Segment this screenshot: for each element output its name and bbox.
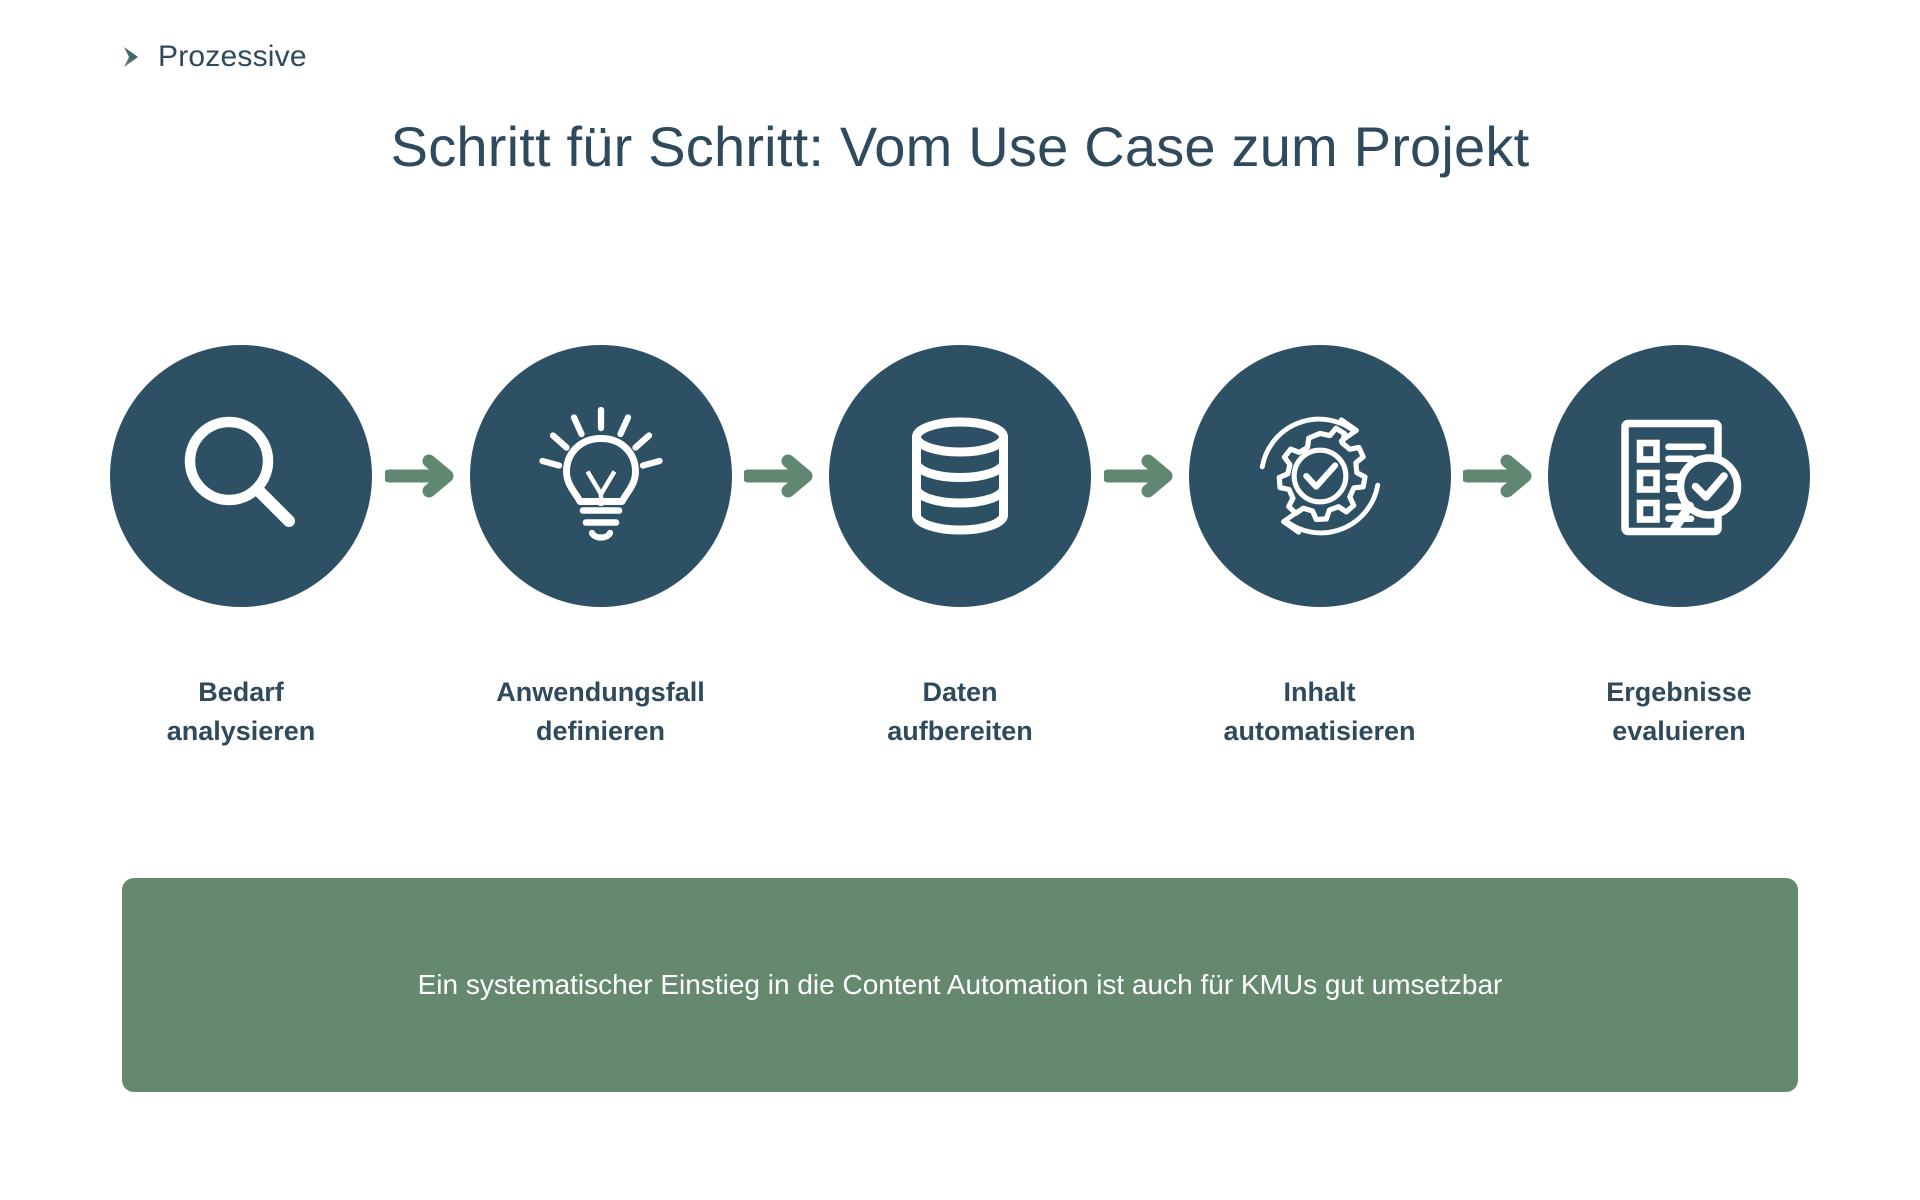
- step-4-icon-circle: [1188, 345, 1451, 607]
- arrow-right-icon: [744, 454, 816, 498]
- step-2-icon-circle: [469, 345, 732, 607]
- step-3-label: Daten aufbereiten: [887, 677, 1033, 747]
- magnifying-glass-icon: [166, 401, 316, 551]
- step-3: Daten aufbereiten: [829, 345, 1091, 751]
- connector-4: [1451, 345, 1549, 607]
- connector-1: [372, 345, 470, 607]
- step-5-label: Ergebnisse evaluieren: [1606, 677, 1752, 747]
- page-title: Schritt für Schritt: Vom Use Case zum Pr…: [390, 115, 1530, 178]
- process-steps: Bedarf analysieren: [110, 345, 1810, 751]
- summary-banner-text: Ein systematischer Einstieg in die Conte…: [417, 969, 1503, 1001]
- step-1-icon-circle: [110, 345, 372, 607]
- step-5-icon-circle: [1548, 345, 1810, 607]
- database-cylinder-icon: [885, 401, 1035, 551]
- connector-2: [732, 345, 830, 607]
- step-3-icon-circle: [829, 345, 1091, 607]
- step-4-label: Inhalt automatisieren: [1223, 677, 1416, 747]
- step-2-label: Anwendungsfall definieren: [496, 677, 705, 747]
- brand-name: Prozessive: [158, 40, 307, 73]
- gear-cycle-check-icon: [1244, 400, 1396, 552]
- step-1: Bedarf analysieren: [110, 345, 372, 751]
- arrow-right-icon: [1463, 454, 1535, 498]
- step-4: Inhalt automatisieren: [1188, 345, 1451, 751]
- connector-3: [1091, 345, 1189, 607]
- arrow-right-icon: [384, 454, 457, 498]
- lightbulb-idea-icon: [526, 401, 676, 551]
- chevron-right-icon: [118, 42, 148, 72]
- summary-banner: Ein systematischer Einstieg in die Conte…: [122, 878, 1798, 1092]
- step-2: Anwendungsfall definieren: [469, 345, 732, 751]
- step-1-label: Bedarf analysieren: [166, 677, 316, 747]
- step-5: Ergebnisse evaluieren: [1548, 345, 1810, 751]
- checklist-magnifier-icon: [1604, 401, 1754, 551]
- brand-logo: Prozessive: [118, 42, 307, 72]
- arrow-right-icon: [1103, 454, 1176, 498]
